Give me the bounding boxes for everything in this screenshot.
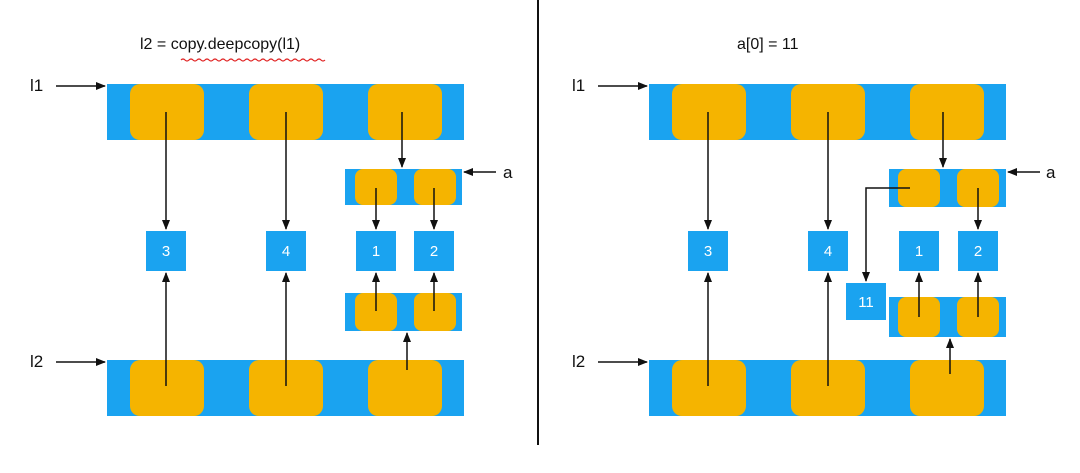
value-11-text: 11 [858, 294, 874, 311]
value-1-text: 1 [915, 243, 923, 260]
l2-label: l2 [30, 352, 43, 371]
right-panel-title: a[0] = 11 [737, 36, 799, 53]
l2-cell-2 [910, 360, 984, 416]
value-3-text: 3 [162, 243, 170, 260]
right-panel: a[0] = 11 3 4 1 2 11 l1 l2 [572, 36, 1056, 416]
ref-arrow [862, 187, 910, 282]
l1-cell-2 [910, 84, 984, 140]
l2-cell-2 [368, 360, 442, 416]
l2-cell-1 [791, 360, 865, 416]
l2-cell-0 [672, 360, 746, 416]
left-panel: l2 = copy.deepcopy(l1) 3 4 1 2 l1 l2 [30, 36, 513, 416]
l1-cell-2 [368, 84, 442, 140]
value-box-4 [808, 231, 848, 271]
a-label: a [503, 163, 513, 182]
l1-cell-0 [130, 84, 204, 140]
value-2-text: 2 [974, 243, 982, 260]
copied-inner-cell-1 [414, 293, 456, 331]
l2-cell-0 [130, 360, 204, 416]
l1-label: l1 [572, 76, 585, 95]
a-cell-0 [355, 169, 397, 205]
a-cell-0 [898, 169, 940, 207]
value-4-text: 4 [282, 243, 290, 260]
value-box-3 [688, 231, 728, 271]
value-4-text: 4 [824, 243, 832, 260]
value-box-2 [958, 231, 998, 271]
a-cell-1 [414, 169, 456, 205]
l1-cell-0 [672, 84, 746, 140]
l2-label: l2 [572, 352, 585, 371]
value-box-3 [146, 231, 186, 271]
value-box-1 [899, 231, 939, 271]
spelling-squiggle [180, 58, 326, 62]
value-box-11 [846, 283, 886, 320]
l1-label: l1 [30, 76, 43, 95]
value-box-4 [266, 231, 306, 271]
value-3-text: 3 [704, 243, 712, 260]
value-2-text: 2 [430, 243, 438, 260]
value-box-1 [356, 231, 396, 271]
l2-cell-1 [249, 360, 323, 416]
copied-inner-cell-0 [355, 293, 397, 331]
a-label: a [1046, 163, 1056, 182]
left-panel-title: l2 = copy.deepcopy(l1) [140, 36, 300, 53]
value-box-2 [414, 231, 454, 271]
value-1-text: 1 [372, 243, 380, 260]
